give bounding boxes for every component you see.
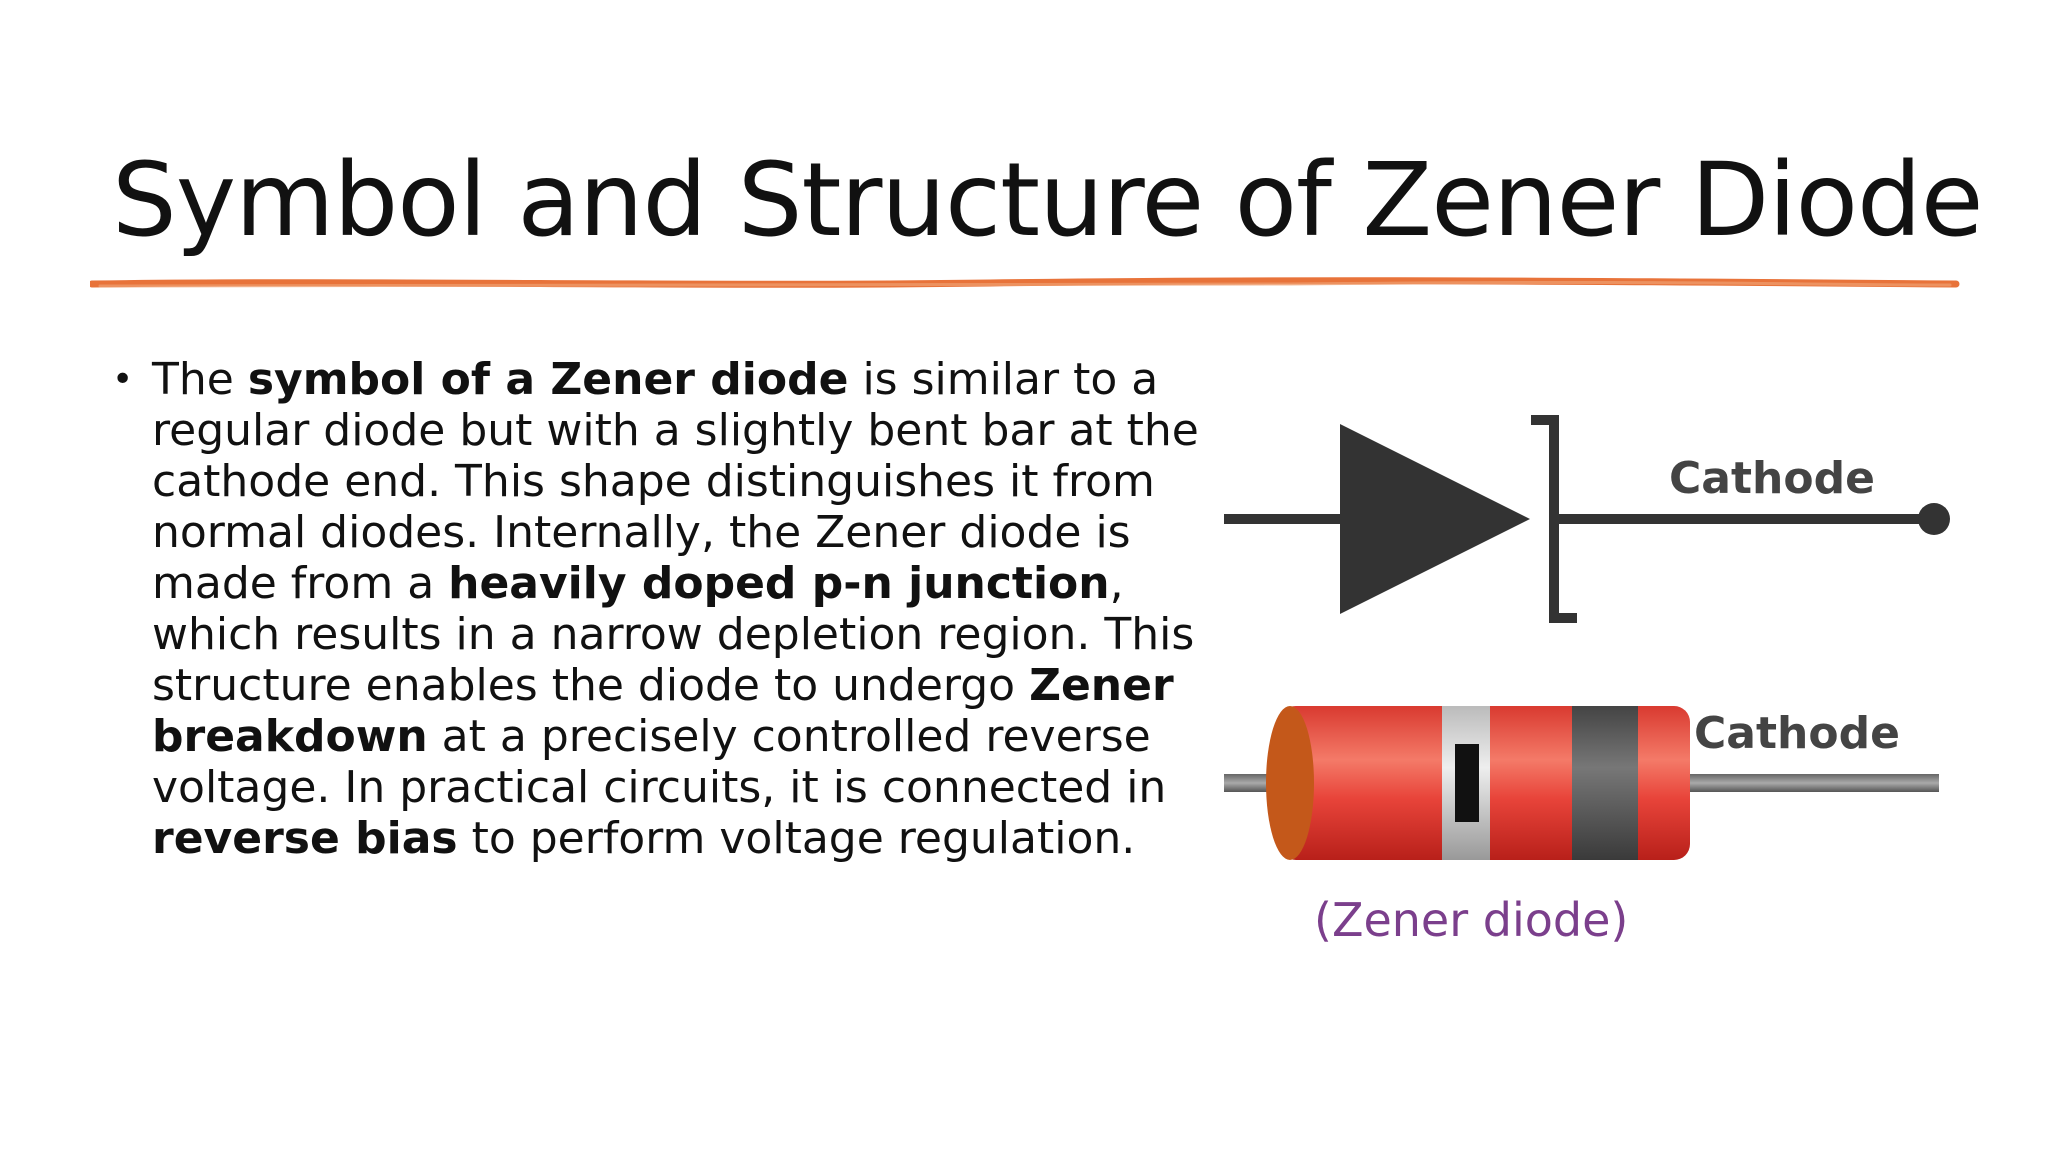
bold-segment: symbol of a Zener diode <box>247 354 849 405</box>
bullet-marker: • <box>112 359 134 400</box>
text-segment: , which results in a narrow depletion re… <box>152 558 1195 711</box>
symbol-cathode-label: Cathode <box>1669 453 1875 504</box>
bold-segment: heavily doped p-n junction <box>448 558 1110 609</box>
anode-lead <box>1224 514 1344 524</box>
text-segment: to perform voltage regulation. <box>457 813 1136 864</box>
text-segment: The <box>152 354 248 405</box>
zener-component: Cathode <box>1224 706 1939 860</box>
bullet-list: • The symbol of a Zener diode is similar… <box>112 354 1212 864</box>
text-segment: at a precisely controlled reverse voltag… <box>152 711 1167 813</box>
triangle-icon <box>1340 424 1530 614</box>
component-cathode-label: Cathode <box>1694 708 1900 759</box>
slide-title: Symbol and Structure of Zener Diode <box>112 141 1984 260</box>
body-end-cap <box>1266 706 1314 860</box>
bold-segment: reverse bias <box>152 813 458 864</box>
cathode-band <box>1572 706 1638 860</box>
text-segment: is similar to a regular diode but with a… <box>152 354 1199 609</box>
bullet-text: The symbol of a Zener diode is similar t… <box>152 354 1199 864</box>
cathode-lead <box>1554 514 1934 524</box>
terminal-dot-icon <box>1918 503 1950 535</box>
bullet-item: • The symbol of a Zener diode is similar… <box>112 354 1212 864</box>
title-underline <box>90 277 1960 288</box>
bold-segment: Zener breakdown <box>152 660 1174 762</box>
right-lead <box>1674 774 1939 792</box>
zener-symbol: Cathode <box>1224 415 1950 623</box>
figure-caption: (Zener diode) <box>1314 893 1628 947</box>
zener-diode-figure: Cathode Cathode (Zener diode) <box>1224 415 1950 947</box>
band-inner <box>1455 744 1479 822</box>
